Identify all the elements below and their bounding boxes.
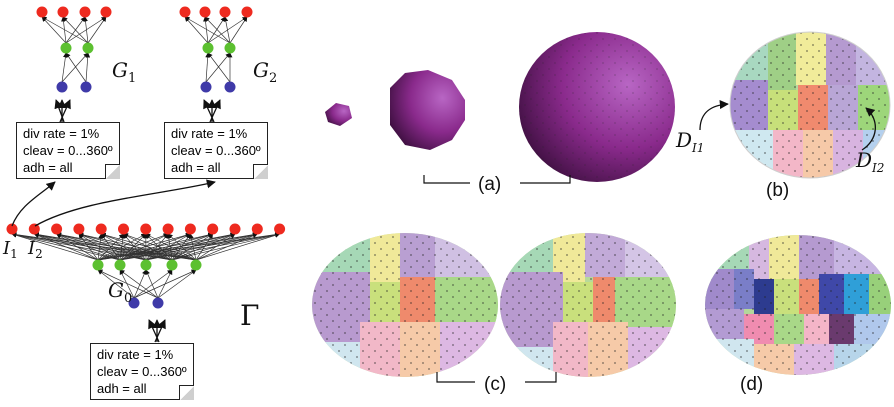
d-i1-arrow bbox=[699, 99, 729, 131]
input-node bbox=[200, 81, 212, 93]
panel-d-map bbox=[705, 235, 891, 375]
input-node bbox=[128, 297, 140, 309]
hidden-node bbox=[202, 42, 214, 54]
input-node bbox=[80, 81, 92, 93]
output-node bbox=[274, 223, 286, 235]
output-node bbox=[100, 6, 112, 18]
hidden-node bbox=[114, 259, 126, 271]
panel-c-bracket bbox=[436, 372, 557, 383]
panel-a-spheres bbox=[325, 32, 675, 182]
panel-a-bracket bbox=[423, 175, 571, 184]
hidden-node bbox=[224, 42, 236, 54]
panel-b-map bbox=[730, 32, 890, 178]
hidden-node bbox=[92, 259, 104, 271]
output-node bbox=[241, 6, 253, 18]
note-g1: div rate = 1% cleav = 0...360º adh = all bbox=[16, 122, 120, 179]
i1-label: I1 bbox=[2, 238, 18, 261]
note-g2-cleav: cleav = 0...360º bbox=[171, 143, 261, 158]
output-node bbox=[73, 223, 85, 235]
panel-c-map-right bbox=[500, 233, 676, 377]
network-g0 bbox=[6, 223, 286, 309]
output-node bbox=[36, 6, 48, 18]
d-i2-label: DI2 bbox=[855, 148, 884, 175]
panel-c-caption: (c) bbox=[484, 374, 506, 395]
output-node bbox=[95, 223, 107, 235]
d-i2-arrow bbox=[861, 107, 876, 151]
i2-label: I2 bbox=[27, 238, 43, 261]
output-node bbox=[219, 6, 231, 18]
panel-c-map-left bbox=[312, 233, 498, 377]
hidden-node bbox=[190, 259, 202, 271]
output-node bbox=[6, 223, 18, 235]
g1-label: G1 bbox=[112, 58, 136, 86]
g0-label: G0 bbox=[108, 278, 132, 306]
note-arrows bbox=[11, 99, 221, 343]
note-g1-cleav: cleav = 0...360º bbox=[23, 143, 113, 158]
sphere-small bbox=[325, 103, 352, 126]
note-g2-adh: adh = all bbox=[171, 160, 221, 175]
note-g1-div-rate: div rate = 1% bbox=[23, 126, 100, 141]
folded-corner-icon bbox=[253, 164, 268, 179]
hidden-node bbox=[166, 259, 178, 271]
output-node bbox=[179, 6, 191, 18]
hidden-node bbox=[60, 42, 72, 54]
note-g0: div rate = 1% cleav = 0...360º adh = all bbox=[90, 343, 194, 400]
output-node bbox=[57, 6, 69, 18]
output-node bbox=[199, 6, 211, 18]
panel-a-caption: (a) bbox=[478, 174, 501, 195]
folded-corner-icon bbox=[179, 385, 194, 400]
output-node bbox=[28, 223, 40, 235]
input-node bbox=[152, 297, 164, 309]
output-node bbox=[251, 223, 263, 235]
output-node bbox=[162, 223, 174, 235]
note-g1-adh: adh = all bbox=[23, 160, 73, 175]
g2-label: G2 bbox=[253, 58, 277, 86]
note-g2: div rate = 1% cleav = 0...360º adh = all bbox=[164, 122, 268, 179]
hidden-node bbox=[140, 259, 152, 271]
output-node bbox=[79, 6, 91, 18]
note-g0-cleav: cleav = 0...360º bbox=[97, 364, 187, 379]
output-node bbox=[140, 223, 152, 235]
output-node bbox=[184, 223, 196, 235]
output-node bbox=[51, 223, 63, 235]
output-node bbox=[118, 223, 129, 235]
folded-corner-icon bbox=[105, 164, 120, 179]
note-g0-adh: adh = all bbox=[97, 381, 147, 396]
network-g2 bbox=[179, 6, 253, 93]
note-g0-div-rate: div rate = 1% bbox=[97, 347, 174, 362]
input-node bbox=[224, 81, 236, 93]
sphere-medium bbox=[390, 70, 465, 150]
input-node bbox=[56, 81, 68, 93]
output-node bbox=[229, 223, 241, 235]
network-g1 bbox=[36, 6, 112, 93]
gamma-label: Γ bbox=[240, 299, 259, 332]
d-i1-label: DI1 bbox=[675, 128, 704, 155]
panel-d-caption: (d) bbox=[740, 374, 763, 395]
note-g2-div-rate: div rate = 1% bbox=[171, 126, 248, 141]
panel-b-caption: (b) bbox=[766, 180, 789, 201]
hidden-node bbox=[82, 42, 94, 54]
output-node bbox=[207, 223, 219, 235]
